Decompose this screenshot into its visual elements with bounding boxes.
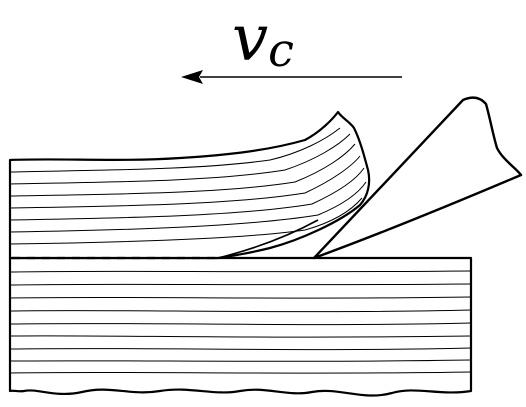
workpiece-upper	[8, 110, 371, 260]
split-lines	[217, 219, 319, 259]
workpiece-lower-grain	[9, 270, 472, 374]
workpiece-lower	[8, 256, 473, 397]
velocity-arrow	[181, 70, 402, 84]
velocity-arrow-head	[181, 70, 203, 84]
chip-grain	[9, 127, 367, 245]
velocity-label: vc	[232, 2, 294, 77]
velocity-symbol: v	[232, 2, 268, 76]
workpiece-lower-outline	[8, 256, 473, 397]
cutting-tool	[312, 96, 523, 260]
velocity-subscript: c	[268, 23, 294, 77]
workpiece-upper-outline	[8, 110, 371, 260]
